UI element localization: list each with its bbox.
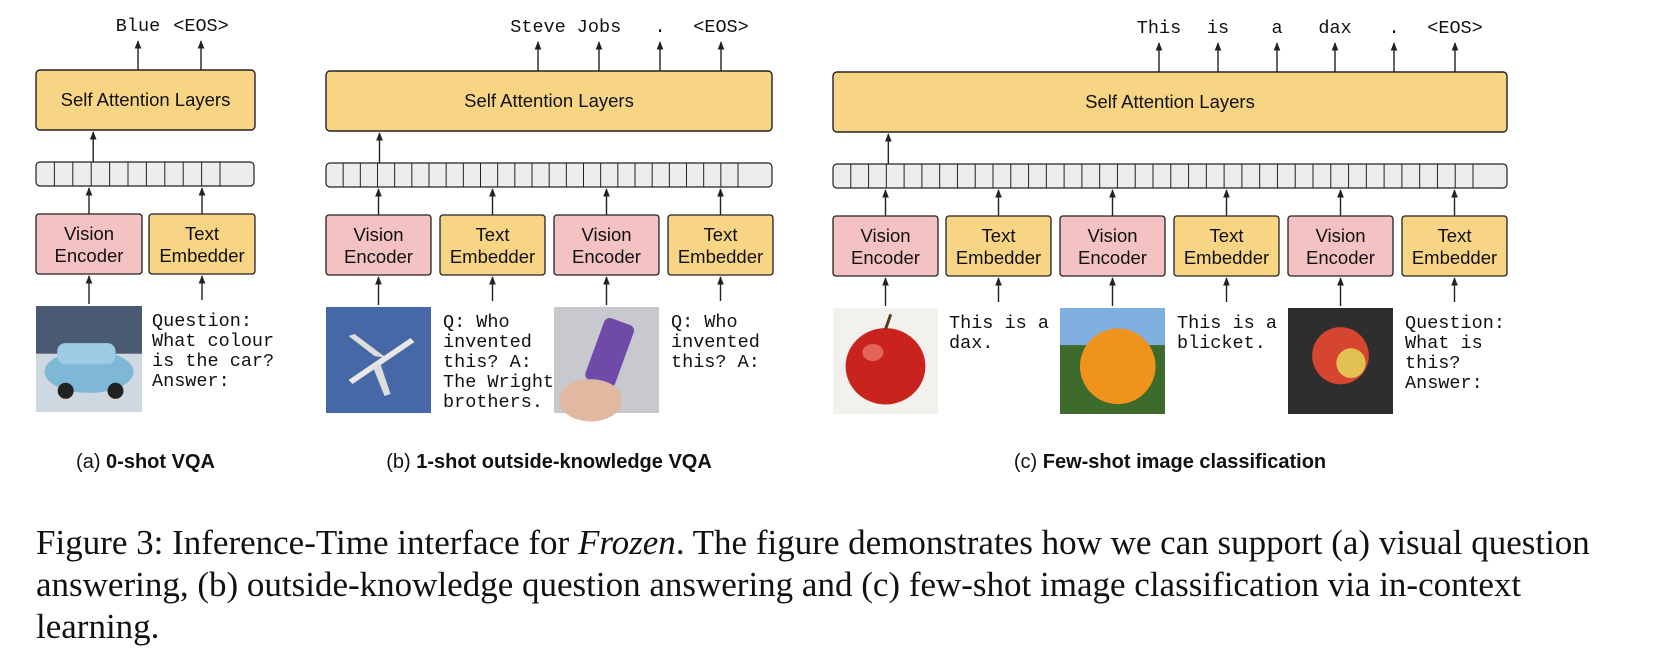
self-attention-label: Self Attention Layers: [61, 89, 231, 110]
output-token: <EOS>: [173, 16, 229, 37]
subcaption-bold: 1-shot outside-knowledge VQA: [416, 451, 712, 473]
figure-diagram: Blue<EOS>Self Attention LayersVisionEnco…: [35, 16, 1508, 473]
text-embedder-box-label: Text: [982, 225, 1016, 246]
vision-encoder-box-label: Encoder: [851, 247, 920, 268]
orange-photo: [1060, 308, 1165, 414]
input-text-line: What is: [1405, 333, 1483, 354]
self-attention-label: Self Attention Layers: [464, 90, 634, 111]
panel-b: Steve Jobs. <EOS> Self Attention LayersVisi…: [325, 17, 774, 473]
panel-a: Blue <EOS> Self Attention LayersVisionEnco…: [35, 16, 274, 473]
vision-encoder-box-label: Vision: [1087, 225, 1137, 246]
output-token: <EOS>: [1427, 18, 1483, 39]
input-text-line: Answer:: [152, 371, 230, 392]
vision-encoder-box-label: Vision: [860, 225, 910, 246]
subfigure-caption: (a) 0-shot VQA: [76, 451, 215, 473]
output-token: a: [1271, 18, 1282, 39]
text-embedder-box-label: Text: [1438, 225, 1472, 246]
figure-caption: Figure 3: Inference-Time interface for F…: [36, 522, 1646, 648]
input-text-line: dax.: [949, 333, 993, 354]
text-embedder-box-label: Text: [476, 224, 510, 245]
red-apple-photo: [833, 308, 938, 414]
vision-encoder-box-label: Encoder: [1306, 247, 1375, 268]
text-embedder-box-label: Embedder: [450, 246, 535, 267]
text-embedder-box-label: Embedder: [1412, 247, 1497, 268]
subcaption-prefix: (c): [1014, 451, 1043, 473]
input-text-line: This is a: [949, 313, 1049, 334]
token-sequence: [35, 161, 255, 187]
output-token: <EOS>: [693, 17, 749, 38]
input-text-line: brothers.: [443, 392, 543, 413]
airplane-photo: [326, 307, 431, 413]
vision-encoder-box-label: Encoder: [55, 245, 124, 266]
subfigure-caption: (b) 1-shot outside-knowledge VQA: [386, 451, 712, 473]
output-token: Blue: [116, 16, 160, 37]
input-text-line: Answer:: [1405, 373, 1483, 394]
subfigure-caption: (c) Few-shot image classification: [1014, 451, 1326, 473]
vision-encoder-box-label: Vision: [581, 224, 631, 245]
text-embedder-box-label: Text: [185, 223, 219, 244]
vision-encoder-box-label: Encoder: [572, 246, 641, 267]
input-text-line: this? A:: [443, 352, 532, 373]
subcaption-bold: 0-shot VQA: [106, 451, 215, 473]
caption-text-1: Figure 3: Inference-Time interface for: [36, 523, 578, 562]
input-text-line: This is a: [1177, 313, 1277, 334]
text-embedder-box-label: Embedder: [159, 245, 244, 266]
output-token: This: [1137, 18, 1181, 39]
input-text-line: this? A:: [671, 352, 760, 373]
output-token: is: [1207, 18, 1229, 39]
caption-italic: Frozen: [577, 523, 676, 562]
vision-encoder-box-label: Vision: [64, 223, 114, 244]
self-attention-box: [325, 70, 773, 132]
text-embedder-box-label: Text: [704, 224, 738, 245]
input-text-line: this?: [1405, 353, 1461, 374]
vision-encoder-box-label: Vision: [353, 224, 403, 245]
input-text-line: Question:: [152, 311, 252, 332]
text-embedder-box-label: Embedder: [1184, 247, 1269, 268]
output-token: .: [1388, 18, 1399, 39]
phone-photo: [554, 307, 659, 422]
subcaption-prefix: (b): [386, 451, 416, 473]
car-photo: [36, 306, 142, 412]
input-text-line: What colour: [152, 331, 274, 352]
input-text-line: blicket.: [1177, 333, 1266, 354]
panel-c: This is a dax. <EOS> Self Attention LayersVis…: [832, 18, 1508, 473]
input-text-line: invented: [443, 332, 532, 353]
caption-text-2: . The figure demonstrates how we can sup…: [36, 523, 1590, 646]
subcaption-bold: Few-shot image classification: [1043, 451, 1326, 473]
vision-encoder-box-label: Vision: [1315, 225, 1365, 246]
output-token: dax: [1318, 18, 1351, 39]
text-embedder-box-label: Embedder: [678, 246, 763, 267]
token-sequence: [832, 163, 1508, 189]
output-token: Steve: [510, 17, 566, 38]
vision-encoder-box-label: Encoder: [344, 246, 413, 267]
subcaption-prefix: (a): [76, 451, 106, 473]
vision-encoder-box-label: Encoder: [1078, 247, 1147, 268]
apple-dark-photo: [1288, 308, 1393, 414]
text-embedder-box-label: Embedder: [956, 247, 1041, 268]
self-attention-box: [832, 71, 1508, 133]
input-text-line: The Wright: [443, 372, 554, 393]
input-text-line: Question:: [1405, 313, 1505, 334]
input-text-line: Q: Who: [671, 312, 738, 333]
self-attention-label: Self Attention Layers: [1085, 91, 1255, 112]
input-text-line: invented: [671, 332, 760, 353]
output-token: Jobs: [577, 17, 621, 38]
self-attention-box: [35, 69, 256, 131]
text-embedder-box-label: Text: [1210, 225, 1244, 246]
output-token: .: [654, 17, 665, 38]
input-text-line: is the car?: [152, 351, 274, 372]
input-text-line: Q: Who: [443, 312, 510, 333]
